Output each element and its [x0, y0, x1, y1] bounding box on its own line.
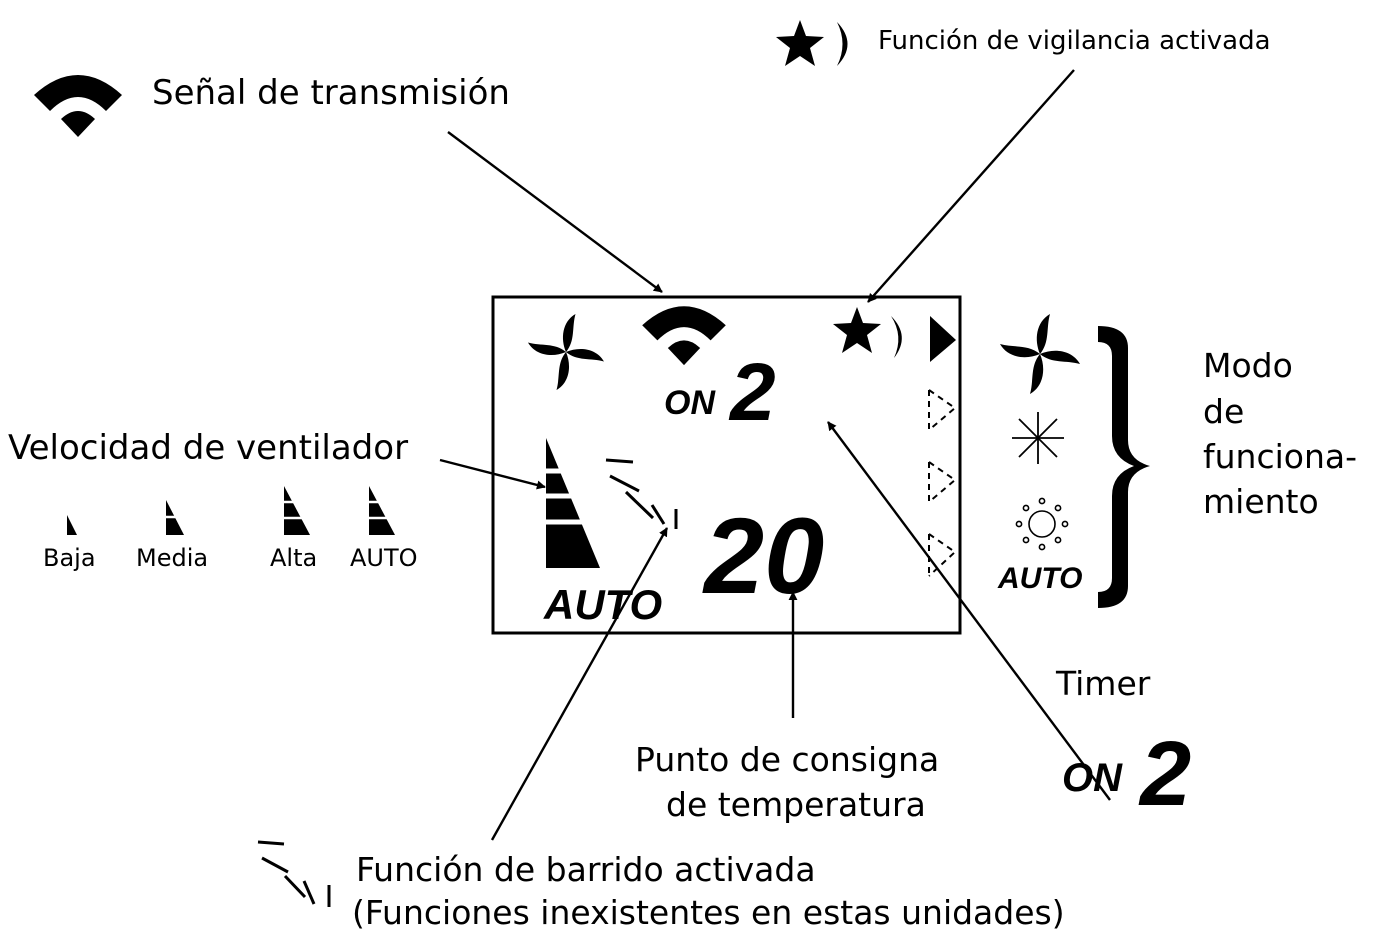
fan-speed-label: Velocidad de ventilador	[8, 428, 409, 468]
mode-label-1: Modo	[1203, 346, 1293, 385]
speed-low-icon	[67, 515, 77, 535]
watch-label: Función de vigilancia activada	[878, 26, 1271, 56]
play-triangle-icon	[930, 316, 956, 362]
leader-signal	[447, 131, 663, 293]
setpoint-label-2: de temperatura	[666, 785, 926, 824]
timer-label: Timer	[1056, 664, 1151, 703]
transmission-signal-icon	[34, 75, 122, 137]
swing-label-2: (Funciones inexistentes en estas unidade…	[352, 893, 1065, 932]
timer-example-on: ON	[1062, 756, 1122, 800]
mode-auto-label: AUTO	[998, 562, 1083, 595]
speed-medium-label: Media	[136, 544, 209, 572]
mode-fan-icon	[1000, 314, 1080, 394]
setpoint-label-1: Punto de consigna	[635, 740, 940, 779]
leader-timer	[827, 421, 1111, 801]
lcd-auto-label: AUTO	[544, 581, 663, 628]
speed-high-label: Alta	[270, 544, 318, 572]
speed-medium-icon	[165, 500, 186, 535]
leader-fan-speed	[439, 458, 546, 490]
speed-auto-icon	[368, 486, 397, 535]
mode-label-3: funciona-	[1203, 437, 1357, 476]
sun-icon	[1015, 497, 1069, 551]
timer-example-value: 2	[1140, 723, 1192, 825]
leader-watch	[867, 69, 1075, 303]
lcd-fan-icon	[528, 314, 604, 390]
mode-label-2: de	[1203, 392, 1245, 431]
swing-label-1: Función de barrido activada	[356, 850, 816, 889]
speed-high-icon	[283, 486, 312, 535]
leader-swing	[490, 527, 669, 841]
lcd-fan-speed-icon	[544, 438, 600, 568]
brace-icon	[1098, 326, 1150, 608]
mode-label-4: miento	[1203, 482, 1319, 521]
star-moon-icon	[776, 20, 848, 66]
signal-label: Señal de transmisión	[152, 73, 510, 113]
speed-low-label: Baja	[43, 544, 96, 572]
lcd-timer-segments	[928, 389, 957, 577]
lcd-swing-icon	[605, 458, 678, 529]
snowflake-icon	[1012, 412, 1064, 464]
lcd-timer-on: ON	[664, 384, 715, 422]
lcd-signal-icon	[642, 306, 726, 366]
lcd-timer-value: 2	[730, 347, 776, 438]
speed-auto-label: AUTO	[350, 544, 418, 572]
lcd-temperature: 20	[704, 495, 825, 616]
lcd-frame	[491, 295, 962, 635]
lcd-star-moon-icon	[833, 307, 902, 358]
swing-legend-icon	[257, 840, 331, 907]
